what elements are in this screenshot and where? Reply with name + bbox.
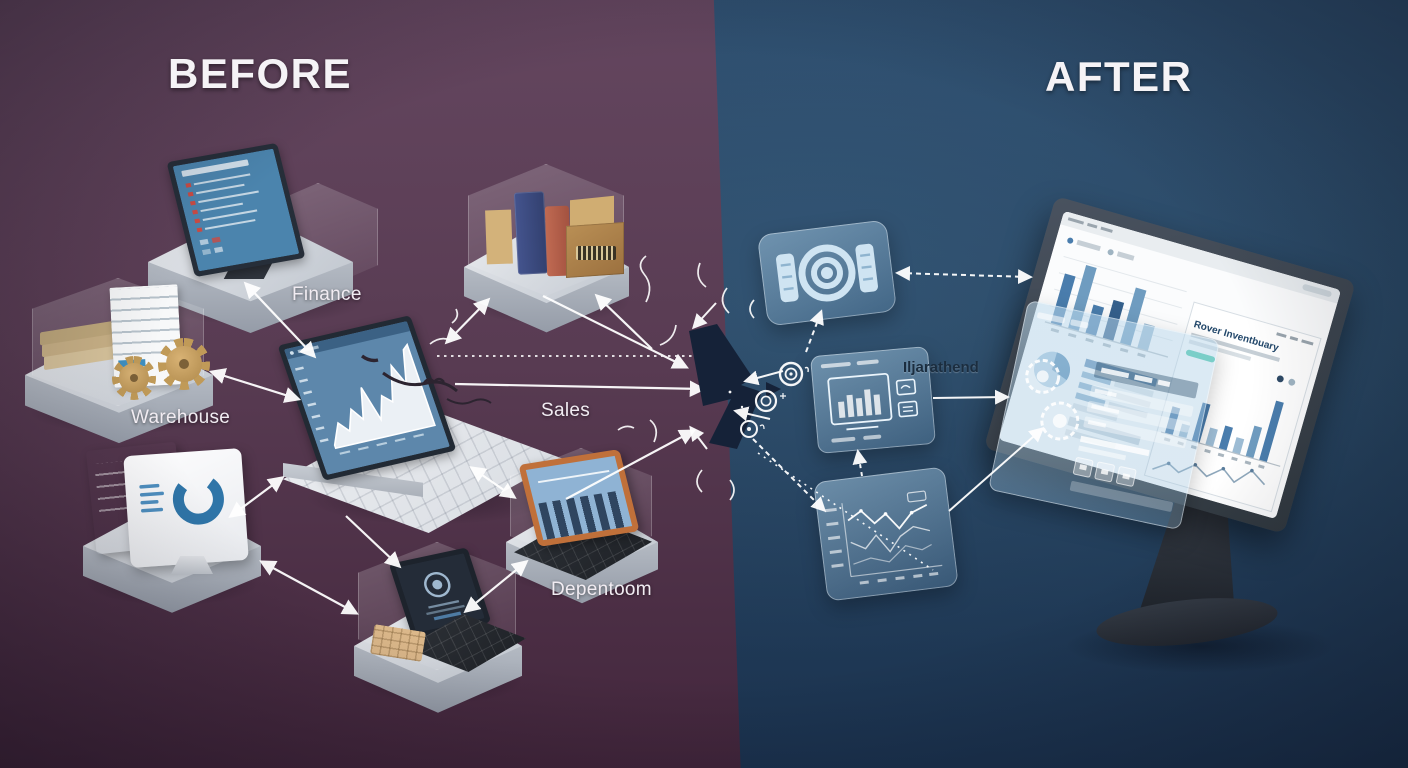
error-monitor <box>166 142 306 278</box>
line-chart-card <box>813 466 959 602</box>
lock-logo-screen <box>395 553 485 633</box>
declining-chart-screen <box>284 321 450 475</box>
tablet-bar-chart-screen <box>518 449 640 547</box>
gear-icon <box>158 338 210 390</box>
line-chart-icon <box>824 490 943 585</box>
monitor-wireframe-icon <box>820 359 919 443</box>
gear-hole <box>178 358 190 370</box>
donut-chart <box>139 473 224 525</box>
label-warehouse: Warehouse <box>131 407 231 428</box>
label-integrated-system: Iljarathend <box>903 359 979 376</box>
box-label <box>576 246 616 260</box>
before-title: BEFORE <box>168 50 353 97</box>
calculator-device-node <box>348 542 533 713</box>
board-stand <box>171 556 213 574</box>
gear-icon <box>112 356 156 400</box>
label-sales: Sales <box>541 400 591 421</box>
after-title: AFTER <box>1045 53 1193 100</box>
box-tan <box>485 209 513 265</box>
monitor-wireframe-card <box>809 346 937 454</box>
warehouse-documents-node <box>20 278 225 444</box>
glass-panel-content <box>1025 312 1199 512</box>
analytics-board-node <box>75 438 270 613</box>
gear-hole <box>129 373 139 383</box>
label-department: Depentoom <box>551 579 652 600</box>
paper-records-node <box>458 162 638 333</box>
gear-module-icon <box>776 243 878 303</box>
ledger-book-blue <box>513 191 549 275</box>
glass-dashboard-panel <box>987 299 1221 531</box>
laptop-screen <box>277 315 457 481</box>
label-finance: Finance <box>292 284 362 305</box>
device-screen <box>388 547 492 639</box>
error-list-screen <box>172 148 300 272</box>
whiteboard <box>123 448 249 568</box>
gear-module-card <box>756 219 898 327</box>
sales-laptop-node <box>498 448 668 604</box>
